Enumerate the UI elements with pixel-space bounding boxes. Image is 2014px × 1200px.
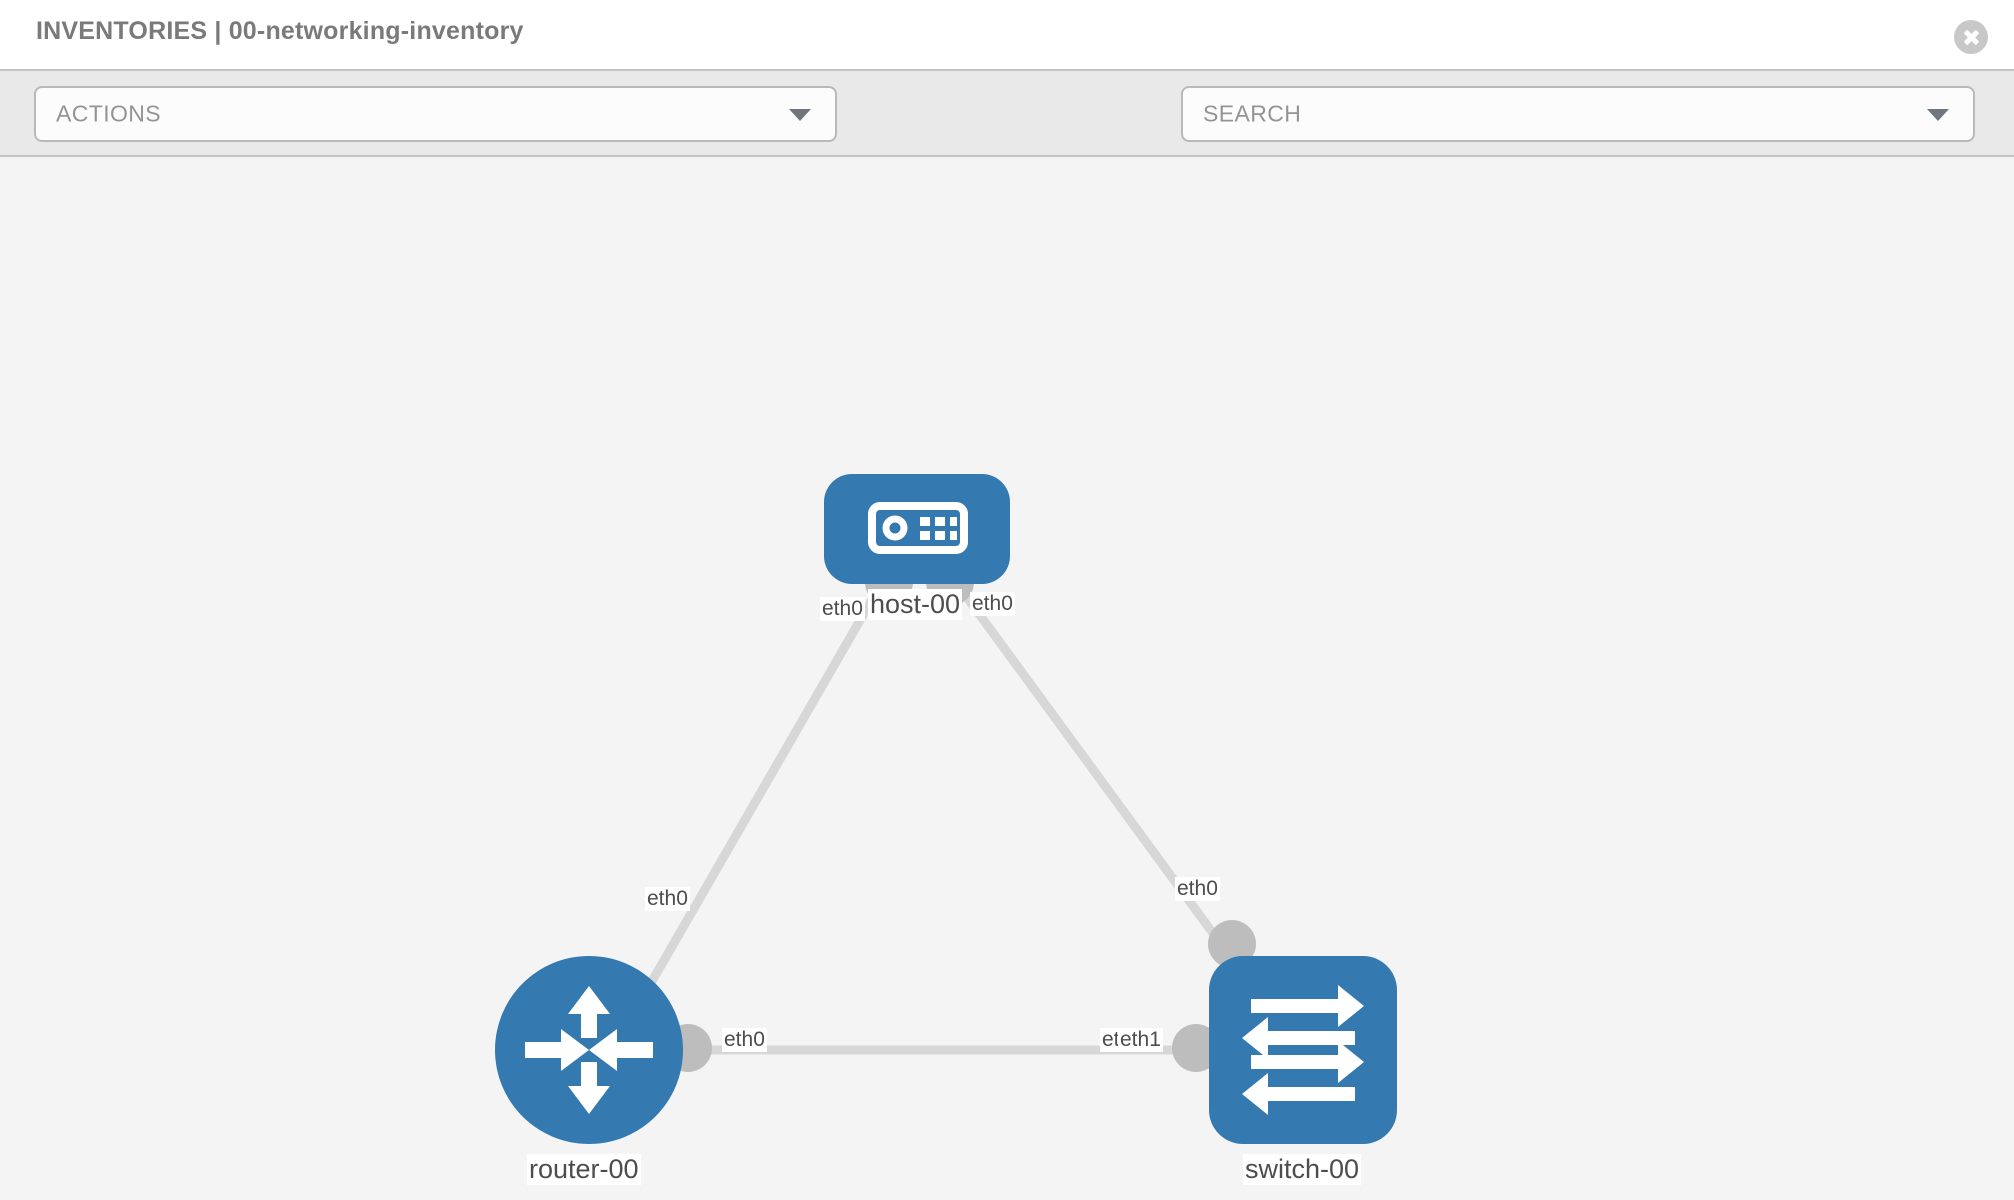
actions-dropdown-label: ACTIONS <box>56 100 162 127</box>
actions-dropdown[interactable]: ACTIONS <box>34 86 837 142</box>
node-label-host-00: host-00 <box>868 589 963 620</box>
iface-label: eth0 <box>820 597 865 621</box>
window-header: INVENTORIES | 00-networking-inventory <box>0 0 2014 69</box>
search-input-label: SEARCH <box>1203 100 1302 127</box>
chevron-down-icon <box>1927 109 1949 121</box>
chevron-down-icon <box>789 109 811 121</box>
link-layer <box>636 574 1249 1055</box>
iface-label: eth0 <box>645 887 690 911</box>
node-host-00 <box>824 474 1010 584</box>
node-switch-00 <box>1209 956 1397 1144</box>
iface-label: eth1 <box>1118 1028 1163 1052</box>
connector-switch00-west <box>1172 1024 1220 1072</box>
iface-label: eth0 <box>1175 877 1220 901</box>
node-router-00 <box>495 956 683 1144</box>
topology-graph <box>495 474 1397 1144</box>
iface-label: eth0 <box>722 1028 767 1052</box>
link-host00-router00 <box>636 574 889 1005</box>
search-dropdown[interactable]: SEARCH <box>1181 86 1975 142</box>
node-label-switch-00: switch-00 <box>1243 1154 1362 1185</box>
link-host00-switch00 <box>948 574 1249 980</box>
node-label-router-00: router-00 <box>527 1154 641 1185</box>
topology-canvas[interactable]: eth0 eth0 eth0 eth0 eth0 eth0 eth1 host-… <box>0 157 2014 1200</box>
iface-label: eth0 <box>970 592 1015 616</box>
close-icon[interactable] <box>1954 20 1988 54</box>
toolbar: ACTIONS SEARCH <box>0 69 2014 200</box>
page-title: INVENTORIES | 00-networking-inventory <box>36 17 524 45</box>
